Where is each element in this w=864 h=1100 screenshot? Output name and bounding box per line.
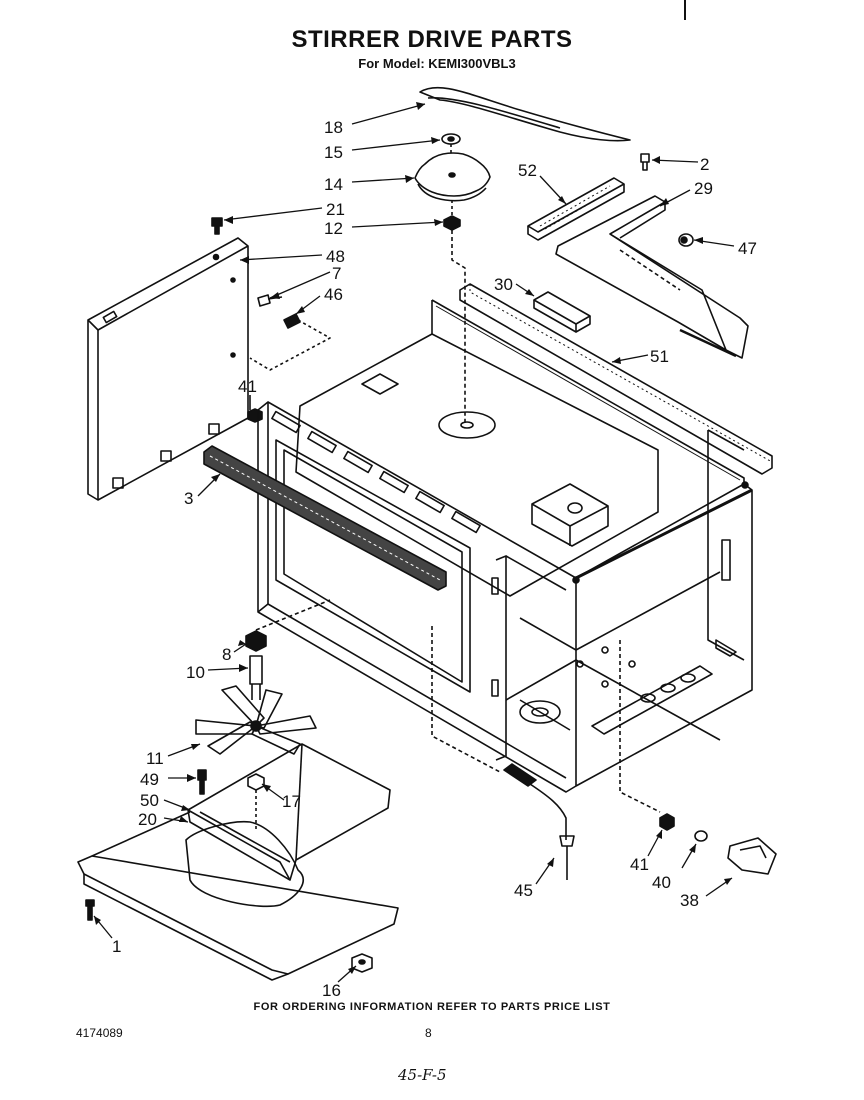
part-nut-17 [247, 773, 265, 791]
callout-41-top: 41 [238, 377, 257, 396]
callout-40: 40 [652, 873, 671, 892]
callout-15: 15 [324, 143, 343, 162]
document-number: 4174089 [76, 1026, 123, 1040]
part-shaft-10 [249, 655, 263, 685]
callout-45: 45 [514, 881, 533, 900]
part-clip-46 [283, 313, 301, 329]
callout-47: 47 [738, 239, 757, 258]
part-base-plate [77, 855, 399, 975]
part-coupler-8 [245, 630, 267, 652]
handwritten-note: 45-F-5 [398, 1066, 447, 1084]
part-sensor-45 [503, 763, 537, 787]
callout-50: 50 [140, 791, 159, 810]
part-washer-40 [694, 830, 708, 842]
callout-10: 10 [186, 663, 205, 682]
callout-12: 12 [324, 219, 343, 238]
callout-16: 16 [322, 981, 341, 1000]
callout-49: 49 [140, 770, 159, 789]
callout-38: 38 [680, 891, 699, 910]
callout-14: 14 [324, 175, 343, 194]
model-subtitle: For Model: KEMI300VBL3 [358, 56, 516, 71]
callout-11: 11 [146, 749, 164, 768]
callout-18: 18 [324, 118, 343, 137]
callout-29: 29 [694, 179, 713, 198]
page-title: STIRRER DRIVE PARTS [291, 26, 573, 53]
callout-52: 52 [518, 161, 537, 180]
part-stirrer-pulley [414, 152, 491, 197]
part-screw-1 [85, 899, 95, 921]
part-screw-2 [640, 153, 650, 171]
part-seal-3 [203, 445, 447, 591]
ordering-note: FOR ORDERING INFORMATION REFER TO PARTS … [253, 1001, 611, 1013]
callout-2: 2 [700, 155, 709, 174]
callout-41-bottom: 41 [630, 855, 649, 874]
part-control-plate [591, 665, 713, 735]
part-screw-49 [197, 769, 207, 795]
callout-21: 21 [326, 200, 345, 219]
part-fastener-47 [678, 233, 694, 247]
callout-3: 3 [184, 489, 193, 508]
part-bracket-29 [555, 195, 749, 359]
part-stirrer-fan [195, 685, 317, 755]
part-bar-30 [533, 291, 591, 325]
callout-30: 30 [494, 275, 513, 294]
callout-8: 8 [222, 645, 231, 664]
callout-20: 20 [138, 810, 157, 829]
part-nut-41 [659, 813, 675, 831]
part-motor-bracket [187, 743, 391, 881]
callout-7: 7 [332, 264, 341, 283]
part-nut-12 [443, 215, 461, 231]
corner-mark [684, 0, 686, 20]
callout-17: 17 [282, 792, 301, 811]
callout-46: 46 [324, 285, 343, 304]
part-cavity-top [295, 333, 659, 597]
callout-51: 51 [650, 347, 669, 366]
part-block [531, 483, 609, 547]
callout-1: 1 [112, 937, 121, 956]
callout-48: 48 [326, 247, 345, 266]
part-switch-38 [727, 837, 777, 875]
part-screw-21 [211, 217, 223, 235]
page-number: 8 [425, 1026, 432, 1040]
part-belt [419, 86, 631, 142]
